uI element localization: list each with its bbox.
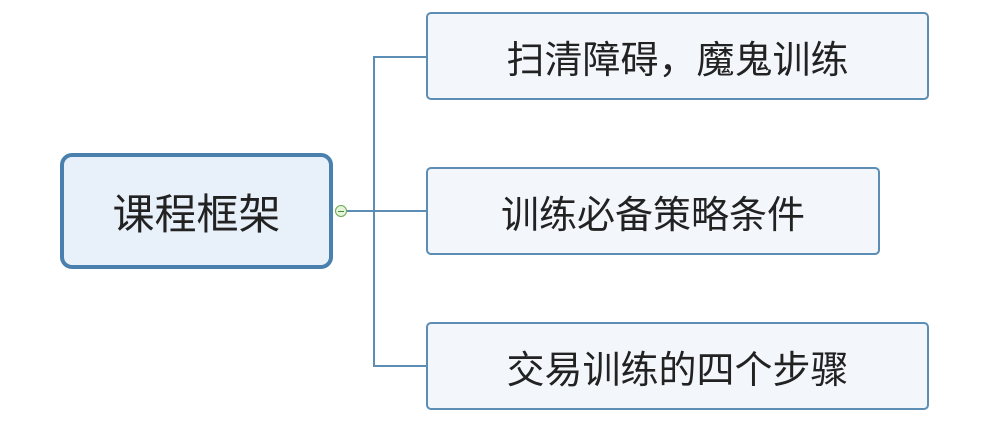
child-label: 扫清障碍，魔鬼训练 (506, 37, 849, 82)
connector-main (347, 210, 427, 212)
connector-vertical (373, 56, 375, 366)
child-label: 交易训练的四个步骤 (506, 347, 849, 392)
child-label: 训练必备策略条件 (500, 192, 805, 237)
root-label: 课程框架 (112, 189, 281, 239)
collapse-icon[interactable] (335, 205, 347, 217)
root-node[interactable]: 课程框架 (60, 153, 333, 269)
child-node[interactable]: 训练必备策略条件 (426, 167, 880, 255)
child-node[interactable]: 交易训练的四个步骤 (426, 322, 929, 410)
connector-bottom (373, 365, 427, 367)
child-node[interactable]: 扫清障碍，魔鬼训练 (426, 12, 929, 100)
connector-top (373, 56, 427, 58)
